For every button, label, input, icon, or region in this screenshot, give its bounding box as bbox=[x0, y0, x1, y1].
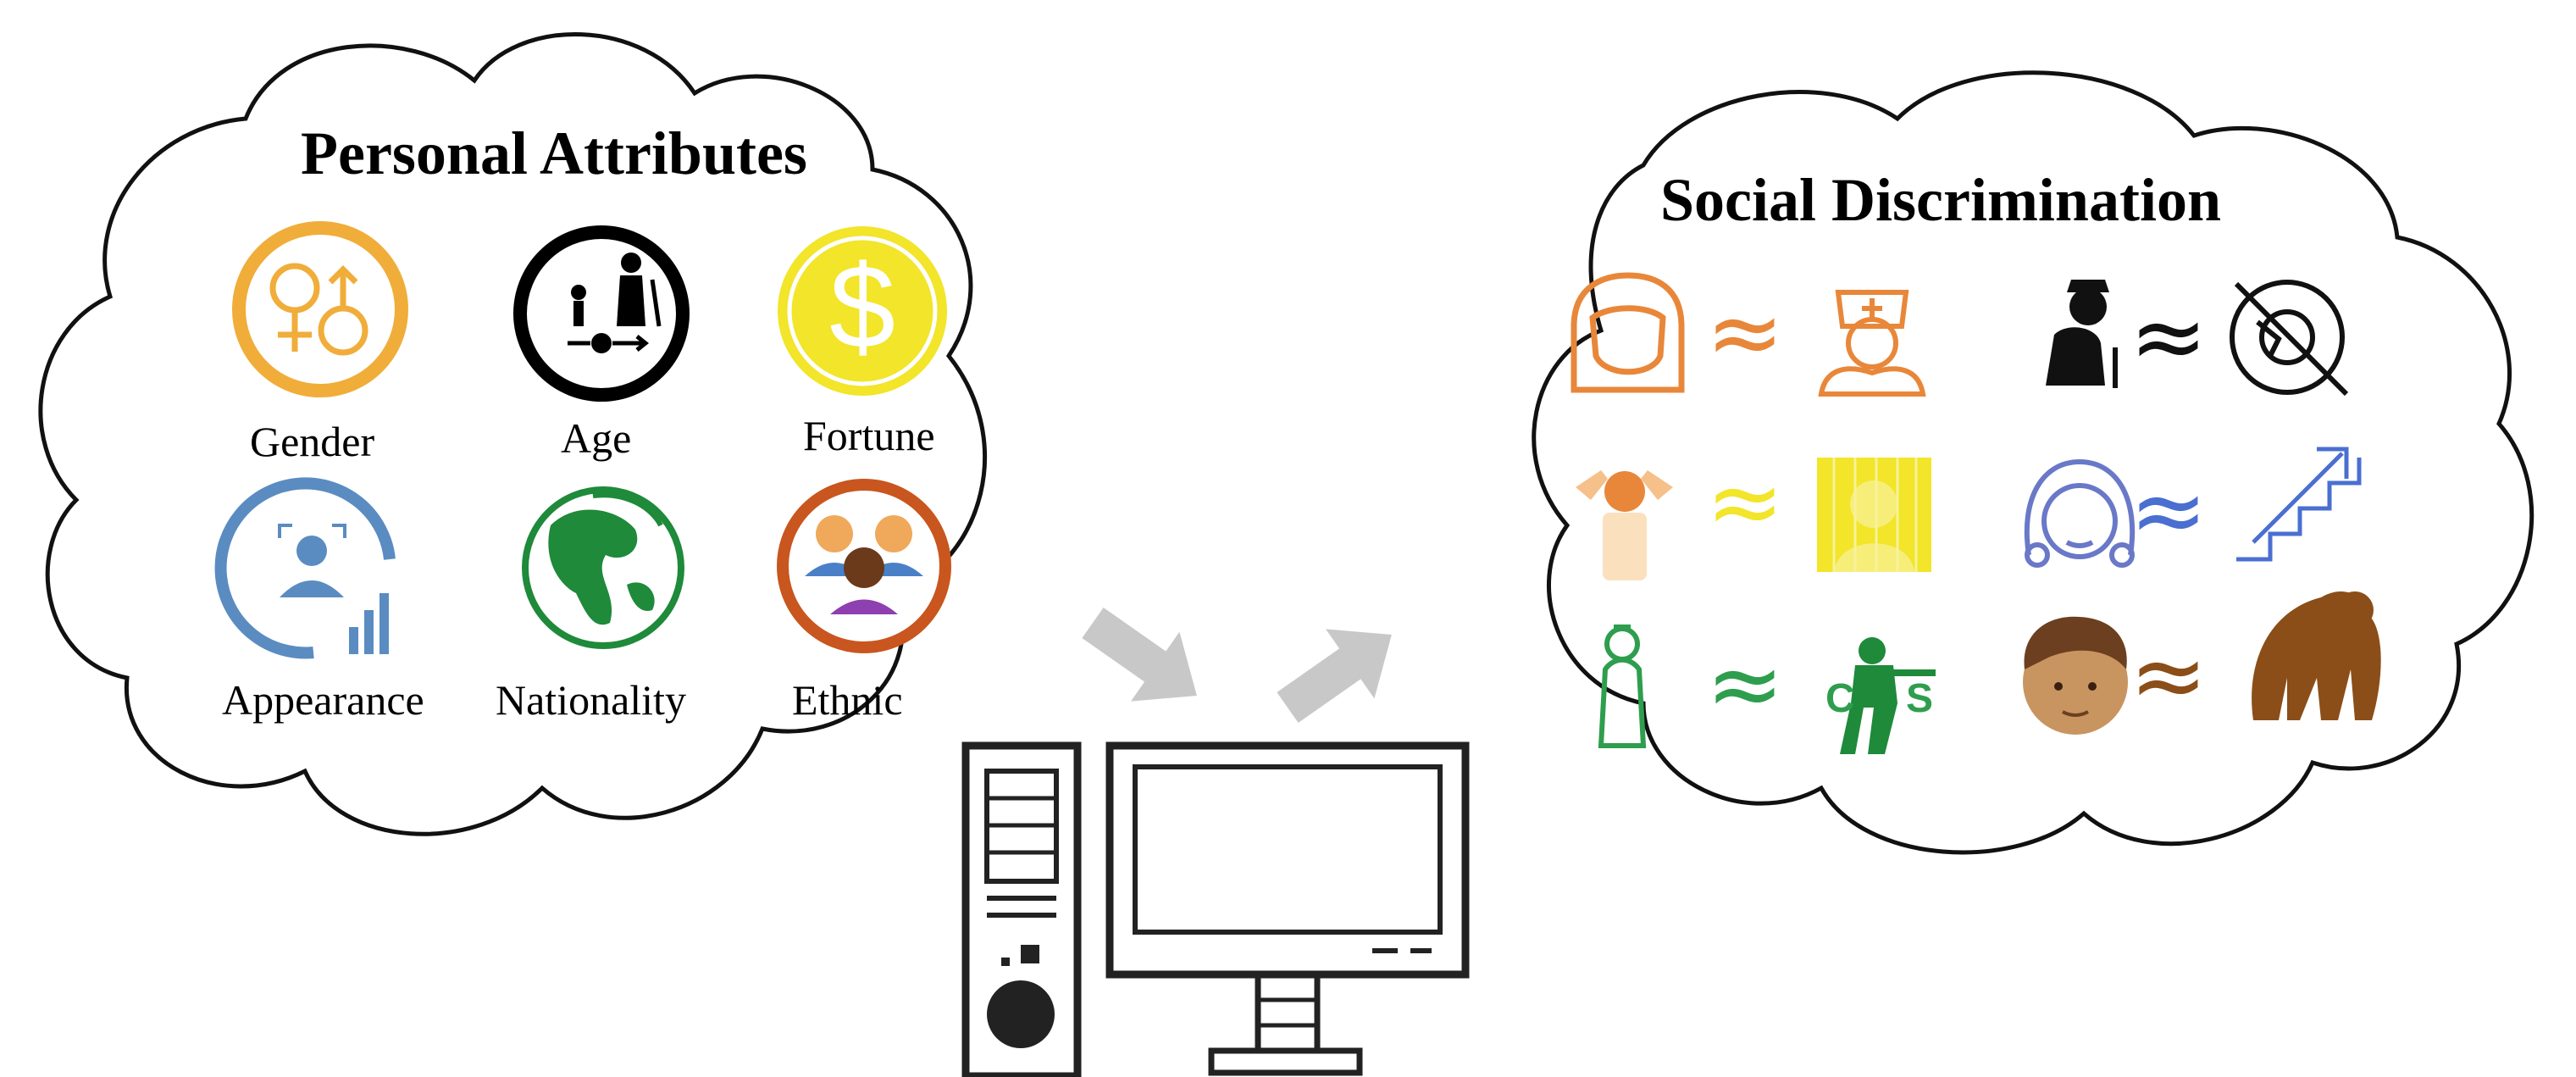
stairs-up-icon bbox=[2236, 447, 2362, 562]
svg-text:$: $ bbox=[829, 240, 895, 373]
man-face-icon bbox=[2023, 616, 2128, 735]
desktop-computer-icon bbox=[961, 741, 1470, 1077]
attribute-label-appearance: Appearance bbox=[222, 676, 424, 724]
dollar-coin-icon: $ bbox=[778, 226, 947, 396]
no-tech-icon bbox=[2230, 280, 2349, 397]
approx-symbol-5: ≈ bbox=[1706, 630, 1784, 738]
cs-soldier-icon: C S bbox=[1825, 637, 1936, 754]
svg-text:S: S bbox=[1906, 676, 1933, 721]
approx-symbol-6: ≈ bbox=[2130, 621, 2208, 730]
svg-text:C: C bbox=[1825, 676, 1855, 721]
approx-symbol-2: ≈ bbox=[2130, 282, 2208, 391]
personal-attributes-title: Personal Attributes bbox=[301, 119, 807, 187]
nurse-icon bbox=[1818, 290, 1926, 397]
elderly-icon bbox=[2046, 280, 2118, 388]
attribute-label-nationality: Nationality bbox=[496, 676, 686, 724]
attribute-label-ethnic: Ethnic bbox=[792, 676, 903, 724]
prisoner-icon bbox=[1576, 470, 1673, 580]
attribute-label-gender: Gender bbox=[250, 418, 375, 465]
robed-person-icon bbox=[1598, 625, 1647, 748]
approx-symbol-1: ≈ bbox=[1706, 278, 1784, 386]
globe-icon bbox=[522, 486, 684, 649]
gorilla-icon bbox=[2252, 591, 2381, 720]
computer-monitor bbox=[1105, 741, 1470, 979]
approx-symbol-3: ≈ bbox=[1706, 447, 1784, 556]
approx-symbol-4: ≈ bbox=[2130, 456, 2208, 564]
arrow-to-computer-icon bbox=[1082, 607, 1197, 702]
face-scan-icon bbox=[214, 477, 396, 659]
people-group-icon bbox=[777, 479, 951, 653]
jail-icon bbox=[1817, 458, 1931, 572]
age-icon bbox=[513, 225, 690, 402]
woman-face-icon bbox=[2024, 458, 2136, 568]
arrow-to-discrimination-icon bbox=[1277, 629, 1392, 724]
social-discrimination-title: Social Discrimination bbox=[1660, 166, 2221, 234]
gender-symbols-icon bbox=[232, 221, 408, 397]
attribute-label-age: Age bbox=[561, 414, 632, 462]
attribute-label-fortune: Fortune bbox=[803, 412, 935, 459]
woman-icon bbox=[1571, 272, 1685, 393]
